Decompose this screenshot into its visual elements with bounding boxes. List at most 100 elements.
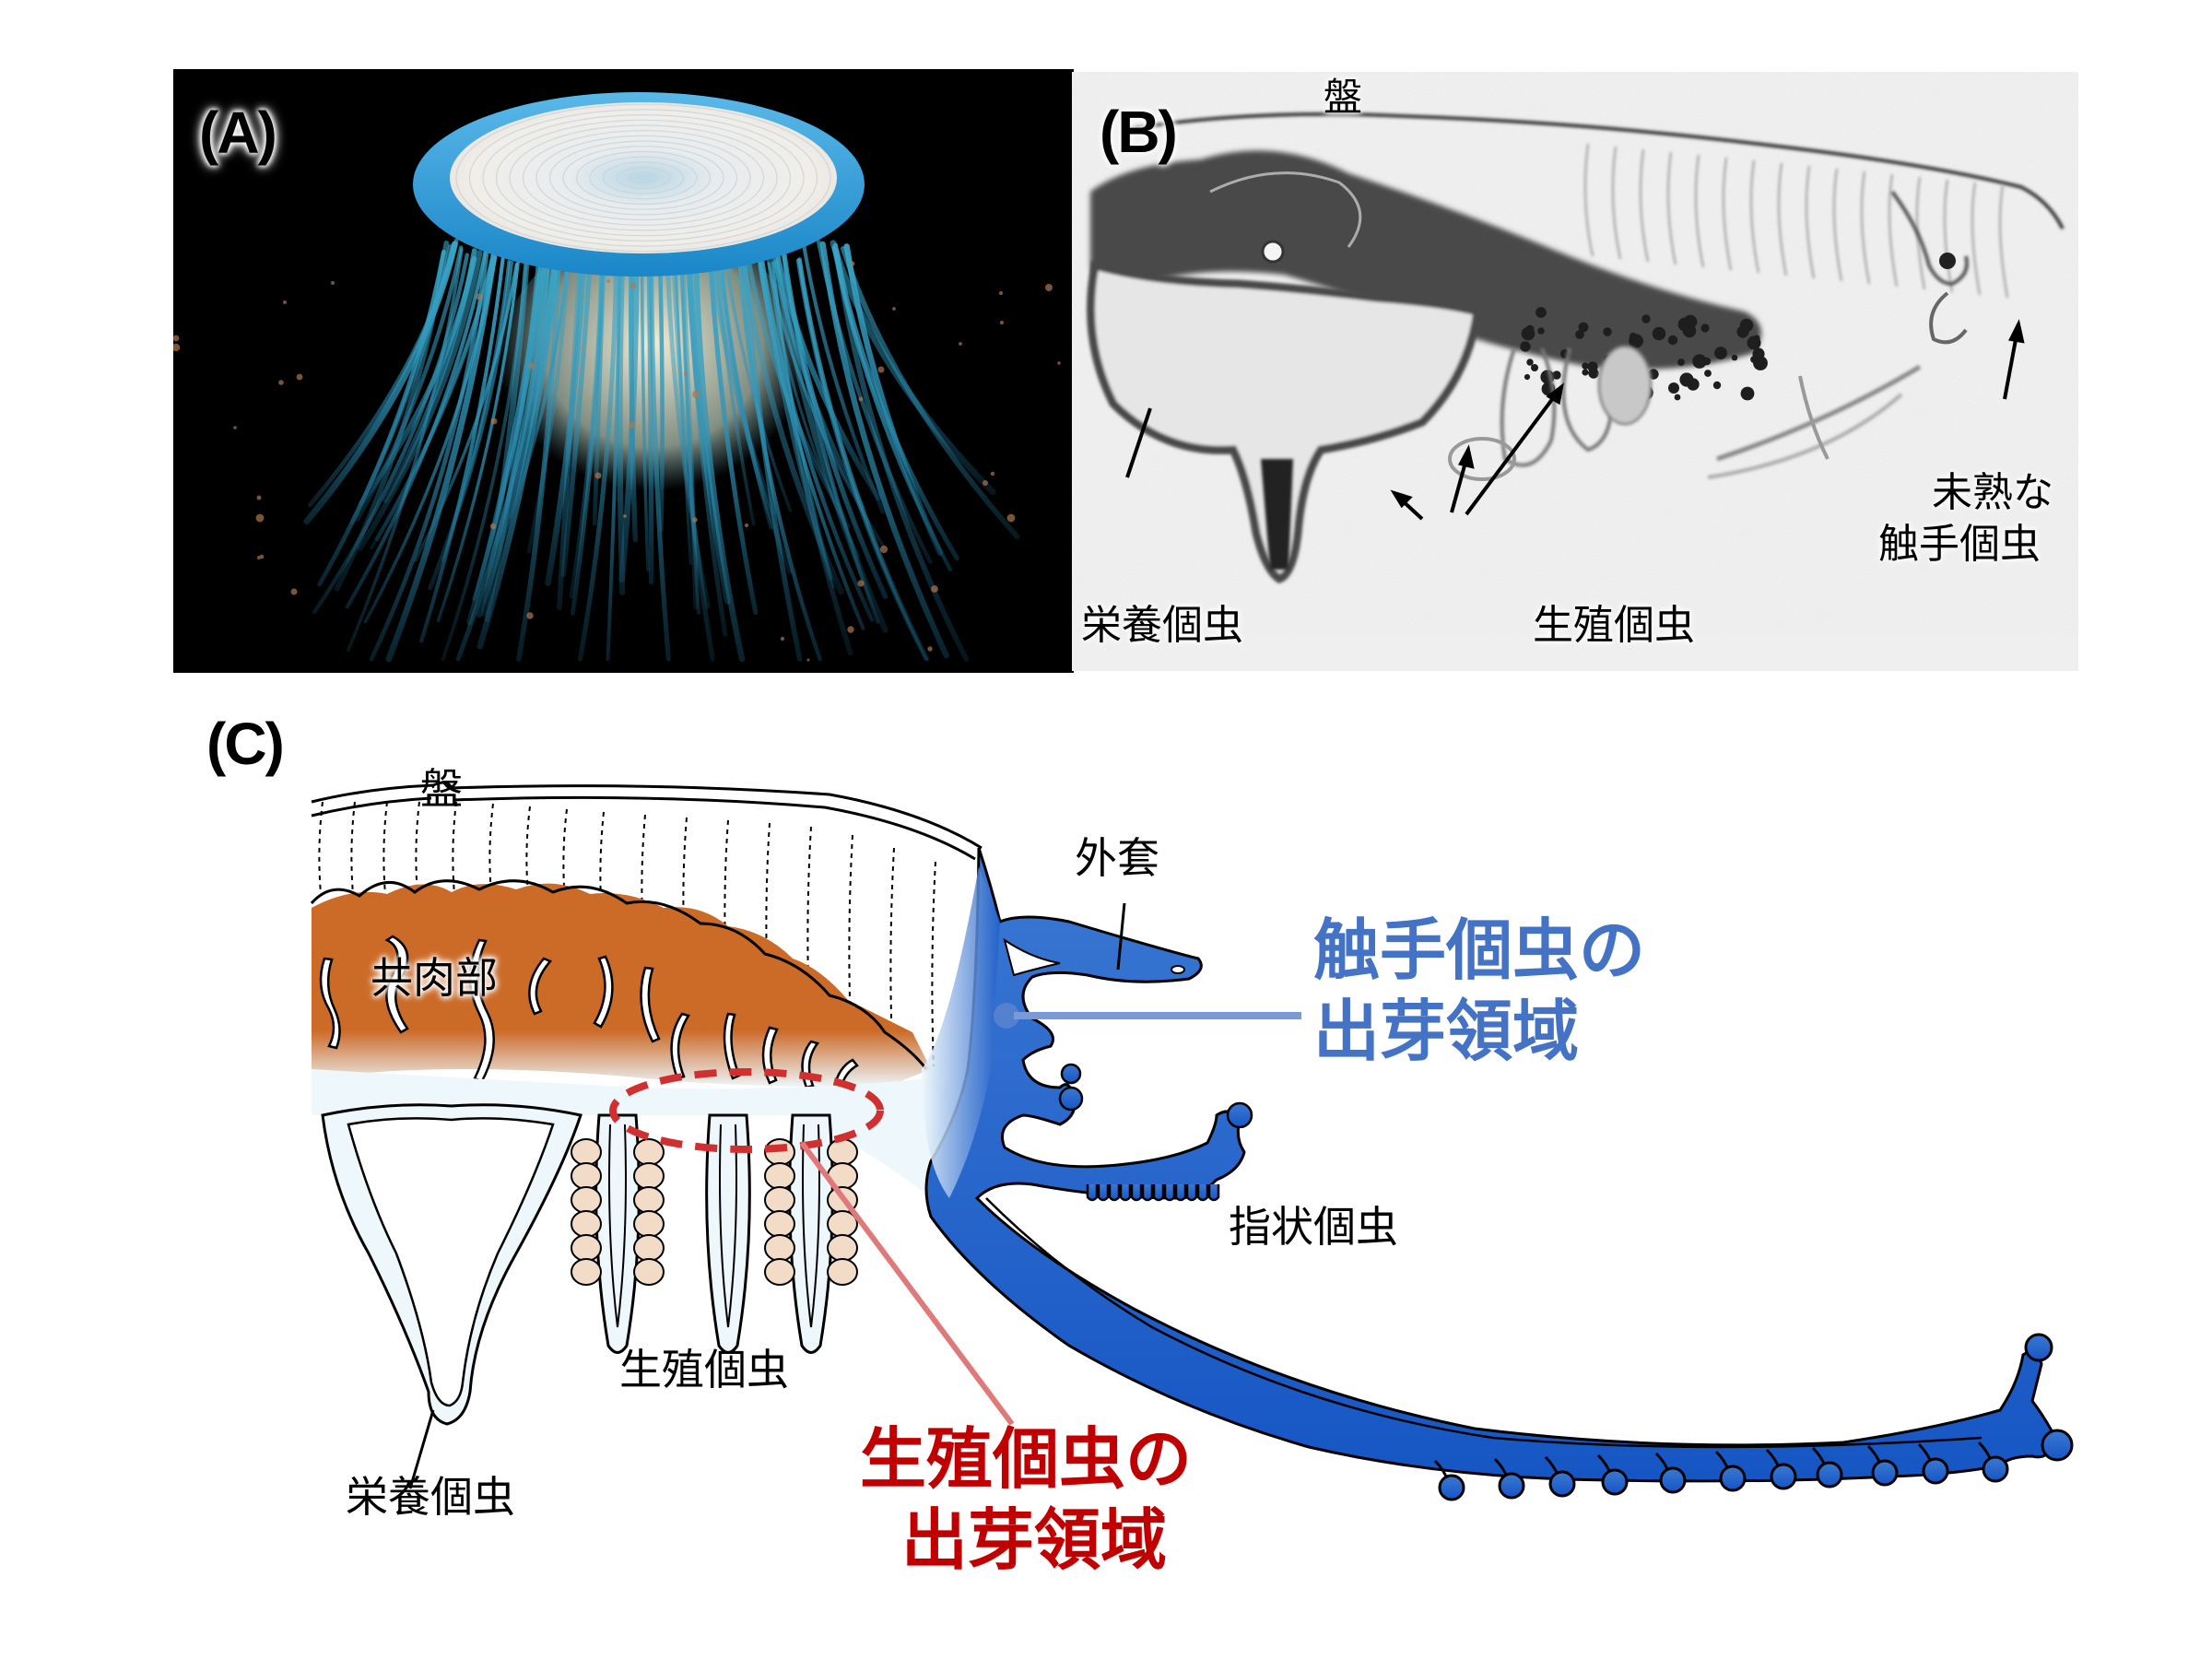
dactylozooid-tip — [1226, 1101, 1253, 1129]
tentacle-strand — [526, 267, 571, 554]
tentacle-budding-callout: 触手個虫の 出芽領域 — [1313, 911, 1645, 1073]
histology-section — [1072, 72, 2078, 671]
gonad-bud — [633, 1258, 665, 1286]
tentacle-knob — [1548, 1470, 1576, 1498]
particle — [476, 293, 483, 300]
particle — [331, 281, 335, 285]
gonozooid-label-c: 生殖個虫 — [619, 1345, 789, 1394]
tentacle-budding-line2: 出芽領域 — [1313, 992, 1580, 1070]
particle — [489, 523, 497, 530]
tentacle-knobs — [1433, 1333, 2074, 1501]
tentacle-strand — [649, 269, 671, 662]
gonozooid-dot — [1603, 327, 1612, 336]
gonozooid-dot — [1679, 372, 1694, 387]
particle — [927, 646, 933, 652]
canal — [640, 966, 661, 1043]
particle — [982, 480, 988, 486]
gonozooid-dot — [1712, 381, 1722, 390]
disc-label-c: 盤 — [420, 764, 463, 814]
gonad-bud — [764, 1234, 795, 1262]
gonad-bud — [633, 1162, 665, 1190]
particle — [290, 588, 298, 595]
gonad-bud — [571, 1138, 602, 1166]
particle — [877, 366, 885, 373]
tentacle-strand — [708, 265, 759, 616]
gonozooid-dot — [1714, 347, 1727, 359]
gonozooid-mid — [705, 1113, 751, 1354]
particle — [233, 426, 237, 429]
particle — [259, 554, 265, 559]
particle — [780, 636, 785, 641]
gastrozooid-label-c: 栄養個虫 — [346, 1472, 515, 1522]
gonozooid-dot — [1629, 332, 1638, 341]
chamber-line — [452, 801, 457, 895]
gonad-bud — [764, 1162, 795, 1190]
fringe-finger — [1152, 1184, 1165, 1202]
tentacle-strand — [476, 265, 558, 618]
gonozooid-dot — [1692, 354, 1707, 369]
gastrozooid-section — [1087, 260, 1483, 583]
particle — [623, 514, 627, 518]
immature-tentacle-arrow — [2003, 334, 2018, 400]
gonozooid-arrow-2 — [1450, 458, 1468, 513]
gonozooid-dot — [1531, 364, 1538, 371]
tentacle-knob — [1601, 1468, 1629, 1496]
mantle-pointer — [1116, 902, 1126, 971]
tentacle-strand — [317, 249, 446, 587]
tentacle-strand — [357, 250, 483, 552]
tentacle-strand — [832, 242, 959, 561]
particle — [490, 418, 498, 425]
particle — [931, 585, 938, 593]
particle — [629, 282, 637, 289]
fringe-finger — [1130, 1184, 1143, 1202]
fringe-finger — [1163, 1184, 1176, 1202]
particle — [606, 279, 610, 283]
particle — [990, 471, 995, 477]
small-bud — [1058, 1086, 1084, 1112]
gonad-bud — [633, 1186, 665, 1214]
mantle-label: 外套 — [1075, 833, 1159, 883]
particle — [283, 300, 287, 304]
gonozooid-dot — [1740, 386, 1755, 401]
gonozooid-dot — [1582, 369, 1589, 376]
gonozooid-dot — [1520, 341, 1531, 352]
tentacle-strand — [817, 240, 933, 564]
tentacle-strand — [455, 265, 550, 662]
gonozooid-dot — [1587, 361, 1598, 372]
gonozooid-right — [764, 1113, 858, 1354]
gonozooid-budding-line2: 出芽領域 — [901, 1500, 1168, 1579]
tentacle-strand — [843, 243, 944, 557]
tentacle-strand — [509, 267, 569, 519]
immature-tentacle-label-line2: 触手個虫 — [1878, 521, 2041, 568]
gastrozooid-label-b: 栄養個虫 — [1081, 602, 1243, 649]
gonozooid-dot — [1677, 359, 1685, 366]
tentacle-strand — [466, 265, 544, 626]
tentacle-strand — [719, 264, 773, 530]
gonozooid-dot — [1668, 382, 1679, 394]
particle — [255, 513, 265, 523]
particle — [806, 658, 810, 662]
particle — [528, 362, 535, 370]
gonozooid-dot — [1524, 373, 1531, 381]
chamber-line — [931, 861, 936, 1067]
tentacle-strand — [830, 240, 996, 496]
particle — [850, 261, 855, 266]
tentacle-strand — [545, 267, 586, 586]
particle — [1045, 284, 1053, 291]
coenosarc — [312, 883, 931, 1088]
tentacle-strand — [359, 255, 477, 507]
gonozooid-dot — [1731, 354, 1738, 361]
gonad-bud — [764, 1258, 795, 1286]
particle — [879, 545, 888, 554]
tentacle-strand — [347, 248, 464, 653]
gonozooid-budding-pointer — [799, 1141, 1015, 1426]
tentacle-strand — [765, 252, 861, 558]
tentacle-knob — [1816, 1461, 1843, 1488]
gonozooid-dot — [1537, 327, 1545, 335]
tentacle-strand — [413, 263, 519, 563]
gonozooid-arrow-3 — [1465, 393, 1558, 516]
gonad-bud — [571, 1186, 602, 1214]
gonozooid-dot — [1575, 330, 1584, 339]
tentacle-strand — [441, 260, 528, 661]
pointer-lines — [1125, 319, 2025, 521]
